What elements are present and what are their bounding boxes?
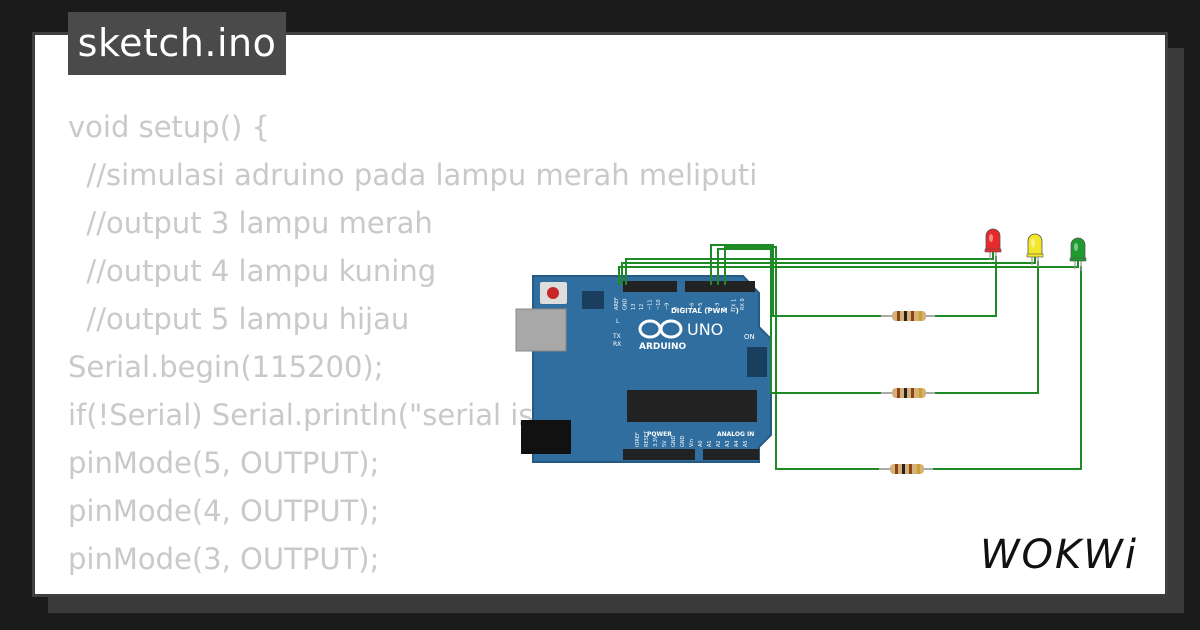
board-brand: ARDUINO bbox=[639, 342, 687, 352]
pin-label: TX 1 bbox=[732, 299, 738, 311]
pin-label: AREF bbox=[614, 297, 620, 310]
code-line: //output 3 lampu merah bbox=[68, 206, 433, 240]
code-line: //output 4 lampu kuning bbox=[68, 254, 437, 288]
code-line: pinMode(4, OUTPUT); bbox=[68, 494, 380, 528]
wire-r2-yellow bbox=[926, 261, 1039, 394]
code-line: //output 5 lampu hijau bbox=[68, 302, 410, 336]
code-line: void setup() { bbox=[68, 110, 270, 144]
wire-r1-red bbox=[926, 256, 997, 317]
atmega-chip bbox=[627, 390, 757, 422]
wire-r3-green bbox=[924, 266, 1082, 470]
pin-label: RX 0 bbox=[740, 298, 746, 310]
pin-label: 4 bbox=[706, 307, 712, 310]
code-line: pinMode(3, OUTPUT); bbox=[68, 542, 380, 576]
usb-port bbox=[515, 308, 567, 352]
circuit-diagram: UNO ARDUINO DIGITAL (PWM ~) ON TX RX L P… bbox=[515, 228, 1087, 474]
pin-label: ~11 bbox=[648, 299, 654, 310]
code-line: if(!Serial) Serial.println("serial is bbox=[68, 398, 534, 432]
power-header bbox=[623, 449, 695, 460]
analog-label: ANALOG IN bbox=[717, 431, 754, 438]
pin-label: 12 bbox=[639, 304, 645, 310]
leds bbox=[984, 228, 1087, 271]
icsp-header-top bbox=[582, 291, 604, 309]
pin-label: ~6 bbox=[690, 303, 696, 310]
wire-gnd-green bbox=[618, 259, 1079, 285]
pin-label: A0 bbox=[698, 440, 704, 447]
wire-pin5-r1 bbox=[710, 244, 892, 317]
wire-pin4-r2 bbox=[717, 248, 892, 394]
pin-label: A3 bbox=[725, 440, 731, 447]
pin-label: 7 bbox=[681, 307, 687, 310]
pin-label: 8 bbox=[673, 307, 679, 310]
icsp-header-right bbox=[747, 347, 767, 377]
pin-label: ~5 bbox=[698, 303, 704, 310]
resistor-2[interactable] bbox=[881, 388, 935, 398]
pin-label: A2 bbox=[716, 440, 722, 447]
wire-pin3-r3 bbox=[724, 246, 890, 470]
pin-label: Vin bbox=[689, 439, 695, 447]
pin-label: A5 bbox=[743, 440, 749, 447]
board-name: UNO bbox=[687, 320, 723, 339]
analog-header bbox=[703, 449, 759, 460]
pin-label: GND bbox=[622, 298, 628, 310]
code-line: } bbox=[68, 583, 757, 594]
preview-card: void setup() { //simulasi adruino pada l… bbox=[32, 32, 1168, 597]
pin-label: ~10 bbox=[656, 299, 662, 310]
power-jack bbox=[521, 420, 571, 454]
pin-label: 13 bbox=[631, 304, 637, 310]
wire-gnd-red bbox=[625, 250, 994, 285]
pin-label: GND bbox=[671, 435, 677, 447]
led-yellow[interactable] bbox=[1026, 233, 1044, 267]
reset-button-cap bbox=[547, 287, 559, 299]
tx-label: TX bbox=[612, 333, 621, 340]
code-line: pinMode(5, OUTPUT); bbox=[68, 446, 380, 480]
on-label: ON bbox=[744, 333, 755, 341]
digital-header-left bbox=[623, 281, 677, 292]
pin-label: IOREF bbox=[635, 432, 641, 447]
pin-label: ~3 bbox=[715, 303, 721, 310]
wokwi-logo: WOKWi bbox=[980, 532, 1138, 578]
resistor-3[interactable] bbox=[879, 464, 933, 474]
pin-label: 2 bbox=[723, 307, 729, 310]
wokwi-logo-text: WOKWi bbox=[980, 532, 1138, 578]
pin-label: A1 bbox=[707, 440, 713, 447]
file-tab[interactable]: sketch.ino bbox=[68, 12, 286, 75]
pin-label: 5V bbox=[662, 440, 668, 447]
pin-label: GND bbox=[680, 435, 686, 447]
led-red[interactable] bbox=[984, 228, 1002, 262]
code-line: //simulasi adruino pada lampu merah meli… bbox=[68, 158, 758, 192]
arduino-uno-board[interactable]: UNO ARDUINO DIGITAL (PWM ~) ON TX RX L P… bbox=[515, 275, 772, 463]
pin-label: ~9 bbox=[664, 303, 670, 310]
pin-label: RESET bbox=[644, 430, 650, 447]
wire-gnd-yellow bbox=[621, 255, 1036, 285]
led-green[interactable] bbox=[1069, 237, 1087, 271]
pin-label: 3.3V bbox=[653, 435, 659, 447]
digital-label: DIGITAL (PWM ~) bbox=[671, 307, 739, 315]
rx-label: RX bbox=[613, 341, 621, 348]
power-label: POWER bbox=[647, 431, 672, 438]
code-line: Serial.begin(115200); bbox=[68, 350, 384, 384]
pin-label: A4 bbox=[734, 440, 740, 447]
digital-header-right bbox=[685, 281, 755, 292]
arduino-infinity-icon bbox=[638, 319, 683, 339]
resistor-1[interactable] bbox=[881, 311, 935, 321]
code-preview: void setup() { //simulasi adruino pada l… bbox=[68, 103, 758, 594]
l-label: L bbox=[616, 318, 620, 325]
wires bbox=[618, 244, 1082, 470]
